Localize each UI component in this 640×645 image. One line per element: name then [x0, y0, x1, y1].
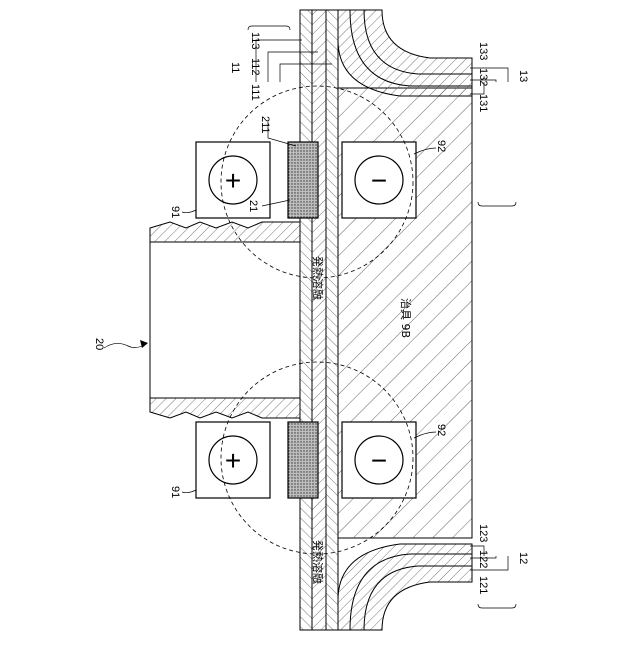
pipe-12	[338, 544, 472, 630]
label-92-top: 92	[435, 140, 447, 152]
minus-sign-bottom: −	[371, 445, 387, 476]
heating-element-21-top	[288, 142, 318, 218]
electrode-91-bottom: +	[196, 422, 270, 498]
pipe-11	[300, 10, 338, 630]
label-11: 11	[229, 62, 241, 73]
heat-melt-label-bottom: 発熱溶融	[311, 540, 325, 584]
label-133: 133	[477, 42, 489, 60]
label-12: 12	[517, 552, 529, 564]
label-91-top: 91	[169, 206, 181, 218]
label-21: 21	[247, 200, 259, 212]
label-122: 122	[477, 550, 489, 568]
electrode-92-bottom: −	[342, 422, 416, 498]
plus-sign-top: +	[225, 165, 241, 196]
label-20: 20	[93, 338, 105, 350]
label-112: 112	[249, 58, 261, 76]
heat-melt-label-top: 発熱溶融	[311, 256, 325, 300]
jig-label: 治具 9B	[399, 298, 413, 338]
label-13: 13	[517, 70, 529, 82]
minus-sign-top: −	[371, 165, 387, 196]
fitting-20	[150, 222, 300, 418]
label-111: 111	[249, 84, 261, 101]
label-121: 121	[477, 576, 489, 594]
plus-sign-bottom: +	[225, 445, 241, 476]
label-132: 132	[477, 68, 489, 86]
label-91-bottom: 91	[169, 486, 181, 498]
arrow-20	[140, 340, 148, 348]
label-92-bottom: 92	[435, 424, 447, 436]
label-211: 211	[259, 116, 271, 134]
label-123: 123	[477, 524, 489, 542]
electrode-92-top: −	[342, 142, 416, 218]
heating-element-21-bottom	[288, 422, 318, 498]
label-113: 113	[249, 32, 261, 50]
label-131: 131	[477, 94, 489, 112]
pipe-13	[338, 10, 472, 96]
